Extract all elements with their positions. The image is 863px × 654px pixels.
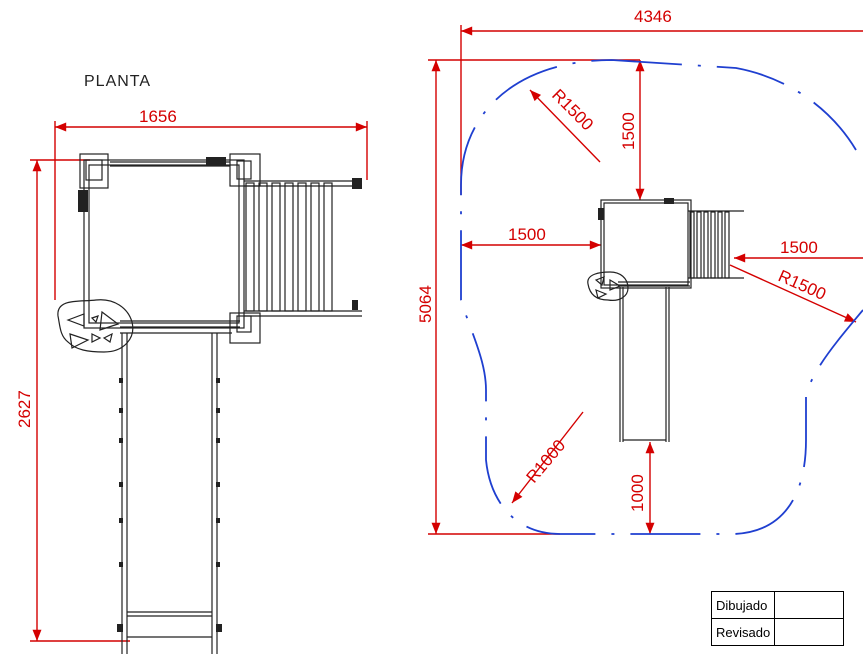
equipment-small [587,198,744,442]
dimension-text-top-clearance: 1500 [619,112,638,150]
dimension-bottom-clearance: 1000 [628,442,655,534]
dimension-text-total-width: 4346 [634,7,672,26]
plan-view: PLANTA 1656 2627 [15,73,368,654]
dimension-top-clearance: 1500 [619,59,645,200]
reviewed-value [774,618,845,646]
climbing-panel [57,299,134,353]
safety-zone-boundary [460,59,863,535]
title-block: Dibujado Revisado [710,591,845,646]
radius-text-top-left: R1500 [548,85,597,134]
dimension-text-bottom-clearance: 1000 [628,474,647,512]
dimension-text-total-length: 5064 [416,285,435,323]
dimension-text-width: 1656 [139,107,177,126]
dimension-text-right-clearance: 1500 [780,238,818,257]
dimension-left-clearance: 1500 [461,225,601,250]
dimension-total-width: 4346 [460,7,863,195]
slide [117,333,222,654]
dimension-text-length: 2627 [15,390,34,428]
drawn-value [774,591,845,619]
dimension-total-length: 5064 [416,59,640,535]
dimension-right-clearance: 1500 [734,238,863,263]
radius-text-bottom-left: R1000 [523,436,570,487]
connector-rail [120,320,240,334]
radius-top-left: R1500 [529,85,601,163]
ladder [244,178,362,317]
dimension-length-2627: 2627 [15,159,130,642]
safety-area-view: 4346 5064 1500 1500 1500 1000 [416,7,863,535]
plan-title: PLANTA [84,73,151,90]
radius-right: R1500 [729,264,857,323]
drawn-label: Dibujado [710,591,776,619]
reviewed-label: Revisado [710,618,776,646]
radius-bottom-left: R1000 [511,411,584,504]
dimension-text-left-clearance: 1500 [508,225,546,244]
dimension-width-1656: 1656 [54,107,368,300]
